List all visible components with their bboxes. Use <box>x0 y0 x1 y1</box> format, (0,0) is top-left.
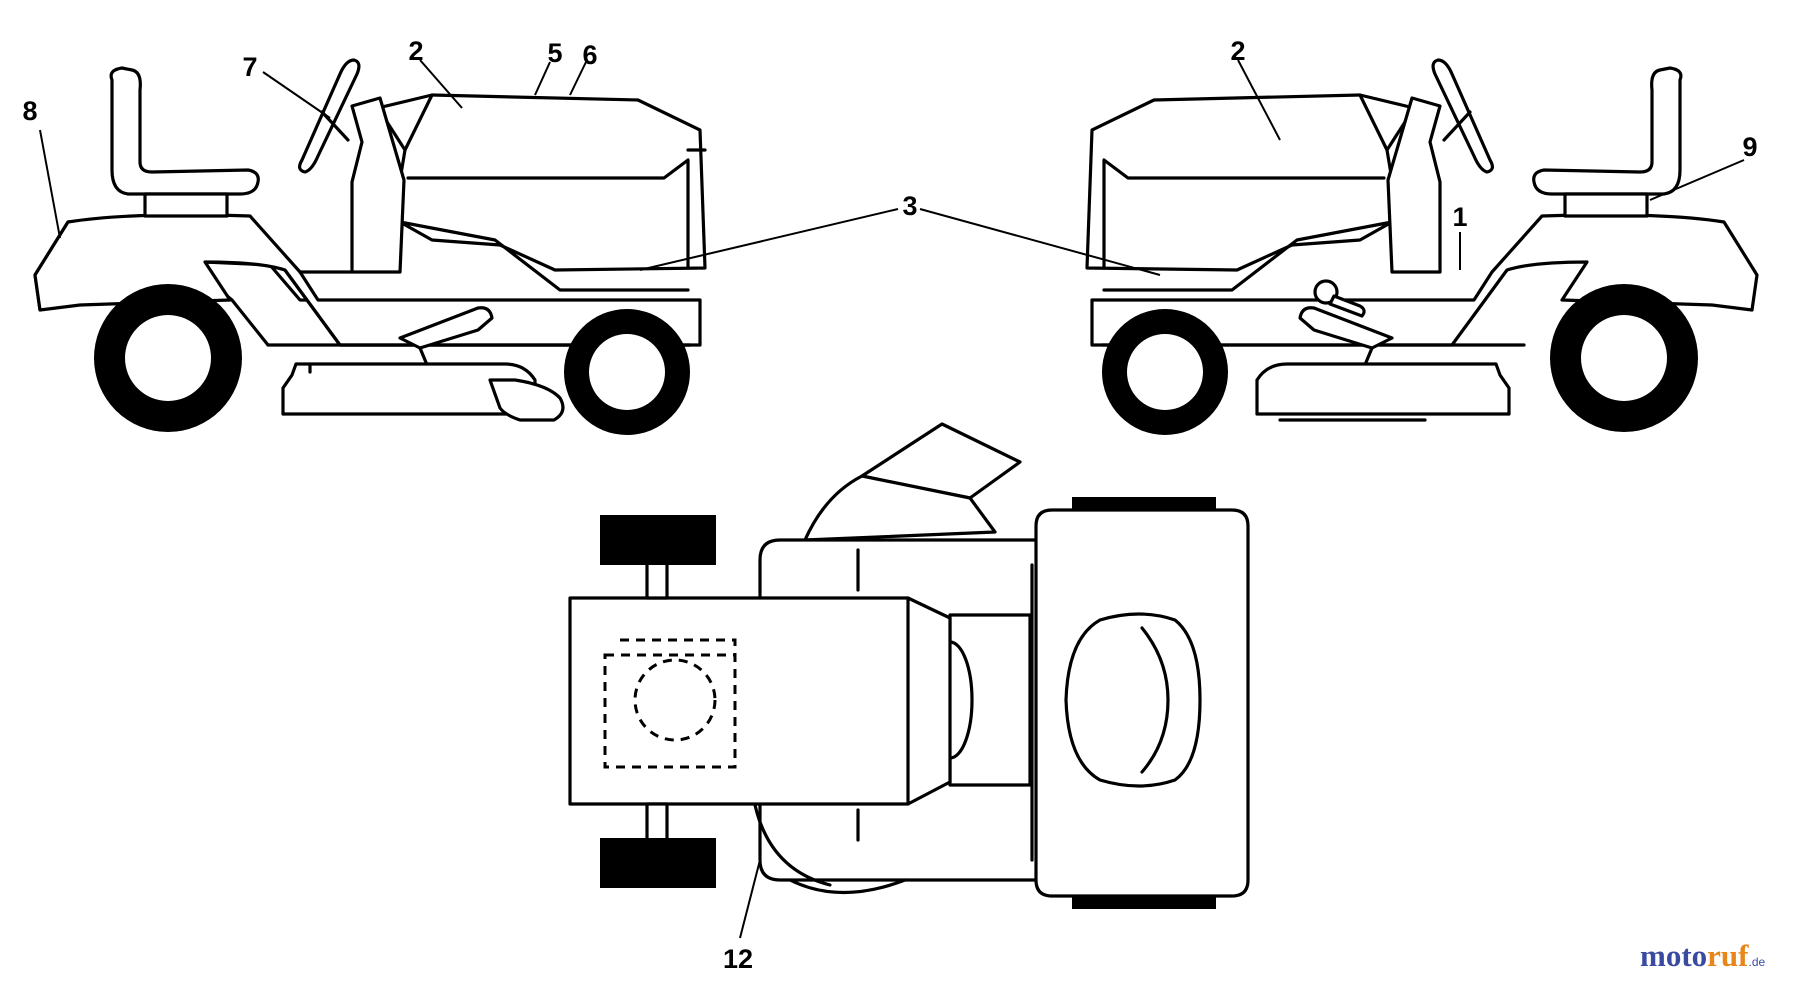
callout-6: 6 <box>582 40 597 70</box>
svg-text:motoruf.de: motoruf.de <box>1640 938 1765 973</box>
lift-lever <box>1313 279 1366 318</box>
deck-chute <box>488 378 565 422</box>
footrest <box>398 306 494 350</box>
tractor-left-view <box>33 58 707 435</box>
callout-labels: 8 7 2 5 6 3 2 9 1 12 <box>22 36 1757 974</box>
callout-12: 12 <box>723 944 753 974</box>
callout-1: 1 <box>1452 202 1467 232</box>
tractor-right-view <box>1085 58 1759 435</box>
seat-top <box>1064 612 1202 788</box>
callout-7: 7 <box>242 52 257 82</box>
rear-wheel <box>94 284 242 432</box>
steering-wheel <box>298 58 361 174</box>
front-wheel-right-top <box>600 838 716 888</box>
watermark-logo: motoruf.de <box>1640 938 1765 973</box>
callout-2-left: 2 <box>408 36 423 66</box>
seat <box>109 66 260 196</box>
hood-top <box>568 596 952 806</box>
front-wheel-left-top <box>600 515 716 565</box>
seat-base <box>143 192 229 218</box>
leader-lines <box>39 59 1745 939</box>
callout-2-right: 2 <box>1230 36 1245 66</box>
tractor-top-view <box>568 422 1250 909</box>
decal-outline-dashed <box>603 653 737 769</box>
callout-5: 5 <box>547 38 562 68</box>
dash-column <box>350 96 406 274</box>
callout-9: 9 <box>1742 132 1757 162</box>
front-wheel <box>564 309 690 435</box>
hood <box>376 93 707 272</box>
callout-3: 3 <box>902 191 917 221</box>
callout-8: 8 <box>22 96 37 126</box>
